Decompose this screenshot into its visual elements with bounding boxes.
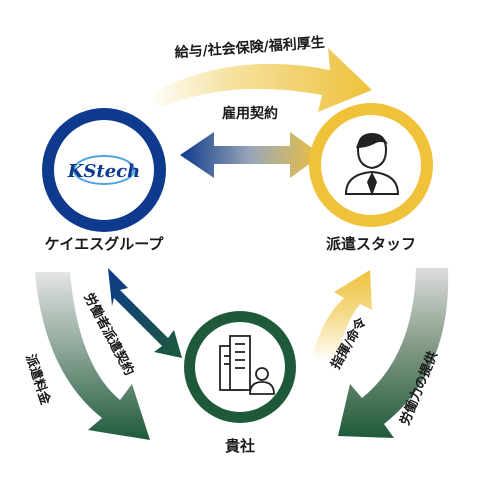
logo-text: KStech (67, 161, 140, 182)
top-flow-arrow (148, 48, 372, 112)
fee-arrow (35, 272, 150, 440)
client-label: 貴社 (225, 437, 255, 455)
labor-arrow (338, 268, 449, 438)
group-node-inner (54, 120, 154, 220)
instruction-arrow (312, 270, 372, 362)
top-flow-label: 給与/社会保険/福利厚生 (174, 34, 325, 61)
staff-label: 派遣スタッフ (326, 235, 416, 253)
person-icon (344, 132, 400, 196)
building-person-icon (219, 335, 275, 395)
fee-label: 派遣料金 (22, 352, 54, 407)
dispatch-contract-double-arrow (108, 268, 182, 358)
group-label: ケイエスグループ (45, 235, 165, 253)
logo-icon: KStech (67, 155, 140, 185)
employment-label: 雇用契約 (222, 105, 278, 122)
employment-double-arrow (180, 132, 322, 178)
